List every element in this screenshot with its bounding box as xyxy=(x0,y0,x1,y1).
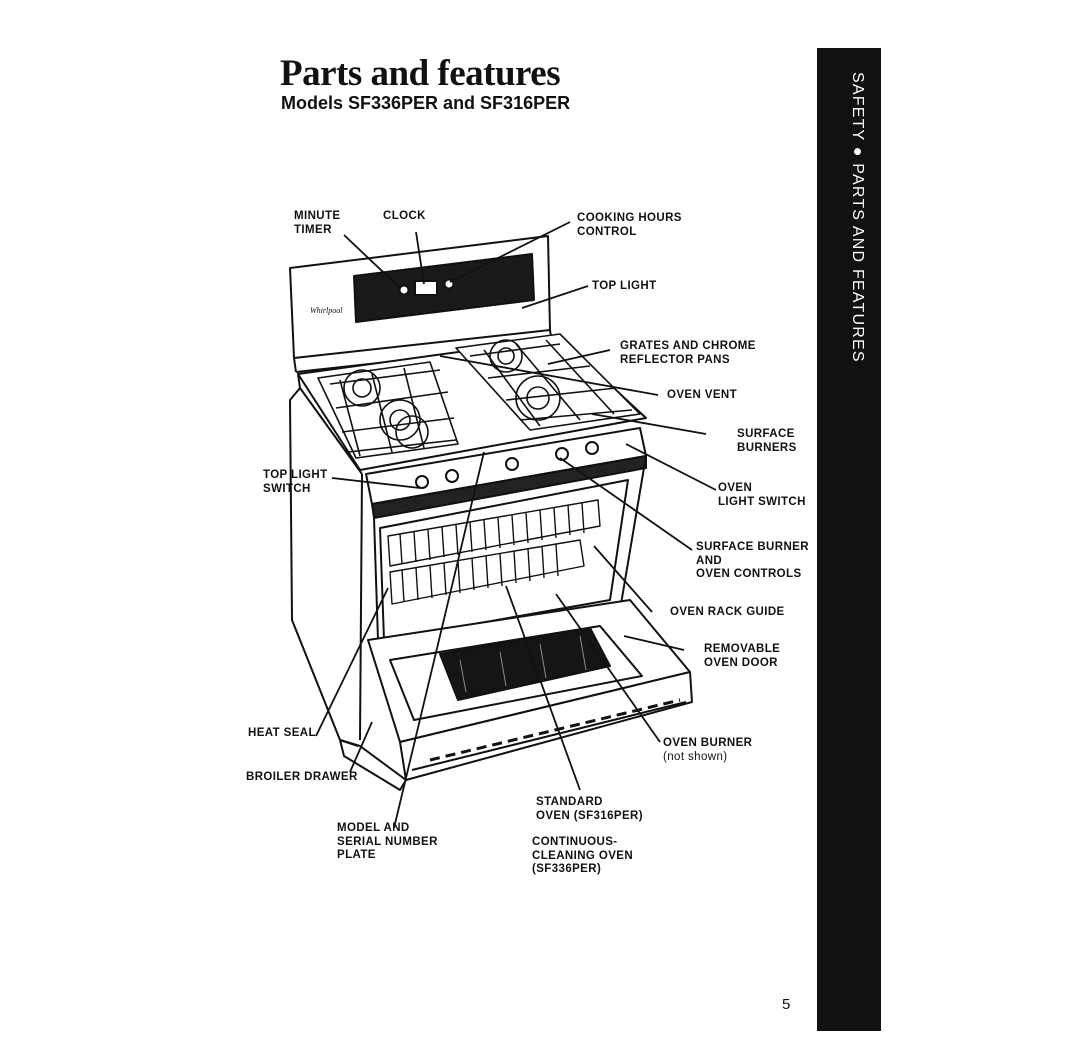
oven-cavity xyxy=(379,479,629,641)
broiler-drawer xyxy=(339,739,407,791)
leader-lines xyxy=(315,221,717,829)
oven-rack-upper xyxy=(387,499,601,567)
page-subtitle: Models SF336PER and SF316PER xyxy=(281,93,571,113)
label-oven-burner: OVEN BURNER(not shown) xyxy=(663,737,753,763)
page-number: 5 xyxy=(782,996,791,1013)
minute-timer-knob xyxy=(398,284,410,296)
backguard xyxy=(289,235,553,373)
clock-face xyxy=(414,280,438,296)
cooktop xyxy=(297,333,647,471)
label-continuous-cleaning-oven: CONTINUOUS- CLEANING OVEN (SF336PER) xyxy=(532,836,634,875)
label-broiler-drawer: BROILER DRAWER xyxy=(246,771,358,783)
oven-door xyxy=(367,599,693,781)
section-sidebar-tab: SAFETY ● PARTS AND FEATURES xyxy=(817,48,881,1031)
label-oven-rack-guide: OVEN RACK GUIDE xyxy=(670,606,785,618)
label-heat-seal: HEAT SEAL xyxy=(248,727,316,739)
page-title: Parts and features xyxy=(280,53,561,94)
control-panel xyxy=(365,427,647,519)
label-oven-vent: OVEN VENT xyxy=(667,389,738,401)
label-surface-burner-oven-controls: SURFACE BURNER AND OVEN CONTROLS xyxy=(696,541,809,580)
oven-brand-badge: Whirlpool xyxy=(310,306,343,315)
label-top-light: TOP LIGHT xyxy=(592,280,657,292)
label-model-serial-plate: MODEL AND SERIAL NUMBER PLATE xyxy=(337,822,438,861)
left-burner-grate xyxy=(317,361,459,459)
right-burner-grate xyxy=(455,333,641,431)
label-clock: CLOCK xyxy=(383,210,426,222)
oven-rack-lower xyxy=(389,539,585,605)
